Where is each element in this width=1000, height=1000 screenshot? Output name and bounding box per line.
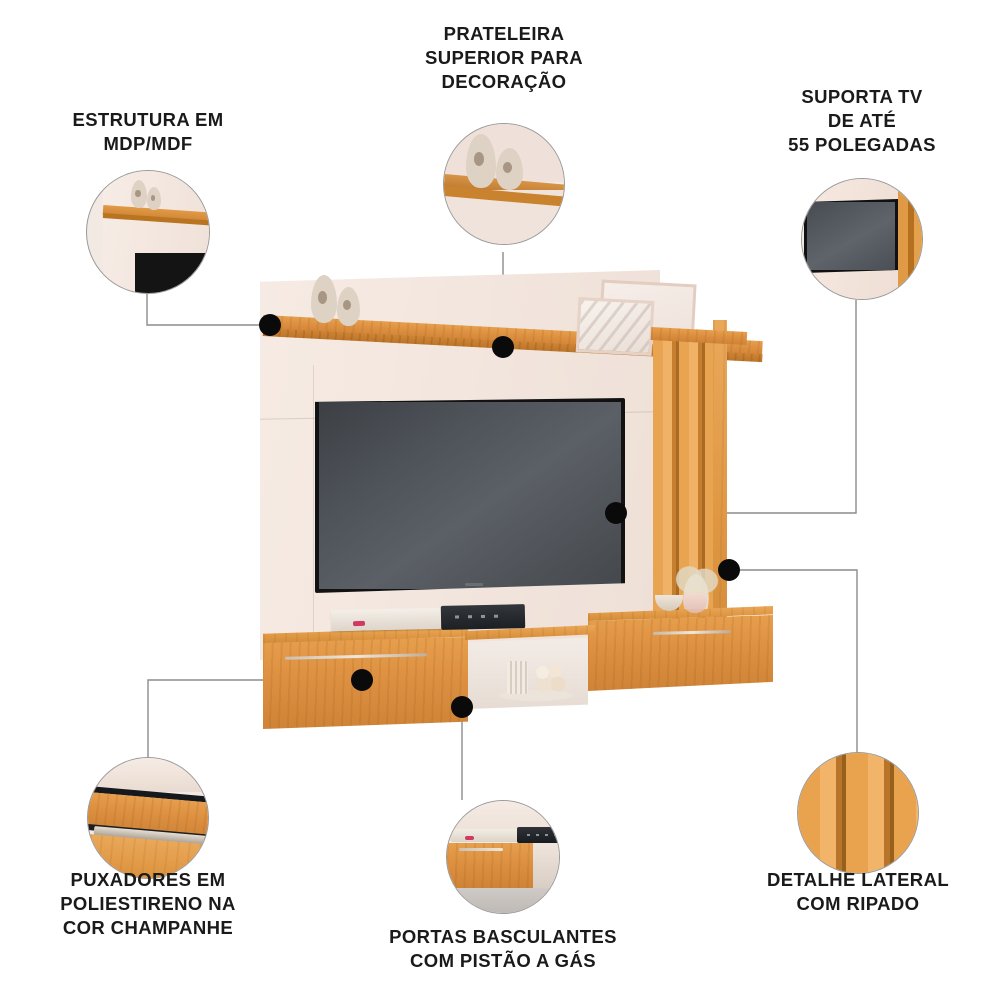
decor-ribbed-candle [507,661,528,694]
lower-cabinet-right [588,615,773,691]
television [315,398,625,593]
bubble-estrutura-art [87,171,209,293]
device-receiver-logo [352,620,366,627]
anchor-dot-prateleira [492,336,514,358]
callout-bubble-detalhe-lateral [797,752,919,874]
decor-vase-glass [683,593,707,613]
callout-bubble-prateleira [443,123,565,245]
decor-vase-large [311,275,337,323]
callout-bubble-suporta-tv [801,178,923,300]
bubble-prateleira-art [444,124,564,244]
decor-bubble-candle [534,663,568,694]
panel-seam [313,365,314,655]
callout-bubble-estrutura [86,170,210,294]
callout-bubble-portas [446,800,560,914]
decor-vase-small [337,287,360,326]
bubble-suporta-tv-art [802,179,922,299]
callout-label-prateleira: PRATELEIRA SUPERIOR PARA DECORAÇÃO [424,23,583,93]
callout-label-puxadores: PUXADORES EM POLIESTIRENO NA COR CHAMPAN… [60,869,236,939]
decor-tray [499,690,573,701]
bubble-detalhe-lateral-art [798,753,918,873]
callout-label-suporta-tv: SUPORTA TV DE ATÉ 55 POLEGADAS [788,86,936,156]
callout-label-estrutura: ESTRUTURA EM MDP/MDF [72,109,224,155]
callout-label-detalhe-lateral: DETALHE LATERAL COM RIPADO [766,869,950,915]
anchor-dot-detalhe-lateral [718,559,740,581]
device-receiver-white [330,607,444,632]
bubble-puxadores-art [88,758,208,878]
callout-label-portas: PORTAS BASCULANTES COM PISTÃO A GÁS [389,926,617,972]
anchor-dot-estrutura [259,314,281,336]
decor-frame-front [575,297,655,356]
wire-detalhe-lateral [729,569,858,752]
bubble-portas-art [447,801,559,913]
product-illustration [255,265,775,755]
anchor-dot-suporta-tv [605,502,627,524]
callout-bubble-puxadores [87,757,209,879]
anchor-dot-portas [451,696,473,718]
tv-brand-mark [465,583,483,586]
anchor-dot-puxadores [351,669,373,691]
decor-bowl [655,595,683,611]
